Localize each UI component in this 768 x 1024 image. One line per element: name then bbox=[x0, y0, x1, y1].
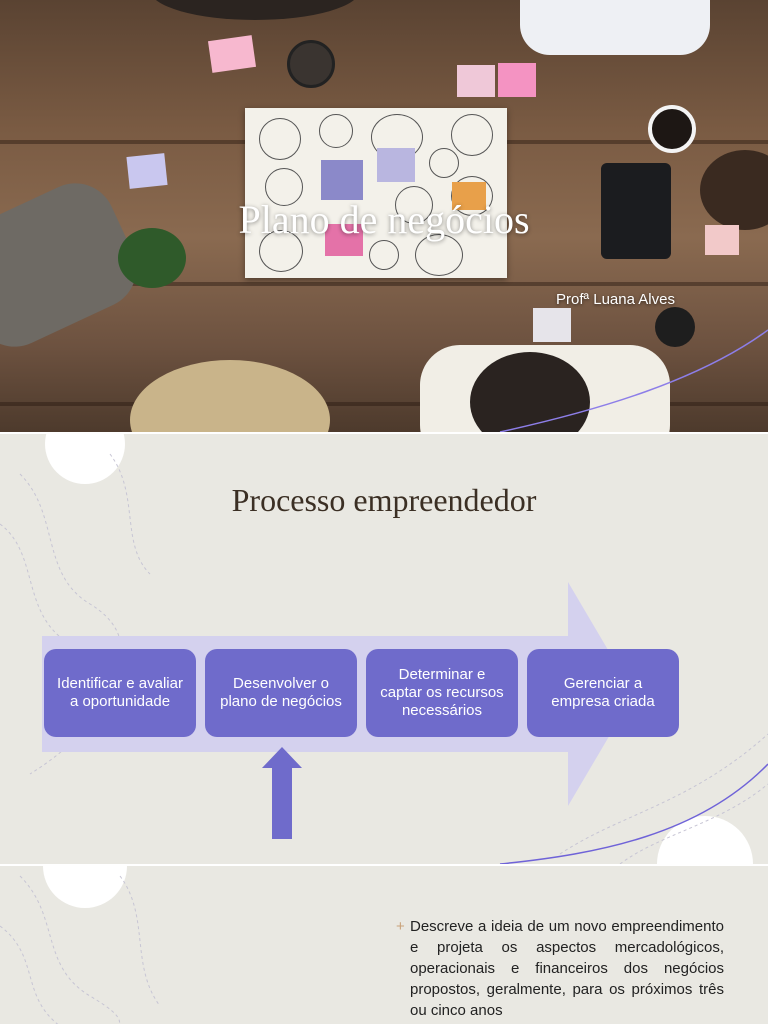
person-top-left bbox=[150, 0, 360, 20]
doodle-circle bbox=[319, 114, 353, 148]
table-plank-line bbox=[0, 282, 768, 286]
sticky-note bbox=[321, 160, 363, 200]
person-right bbox=[700, 150, 768, 230]
process-step-label: Gerenciar a empresa criada bbox=[551, 675, 655, 710]
process-step-4: Gerenciar a empresa criada bbox=[527, 649, 679, 737]
person-top-right bbox=[520, 0, 710, 55]
title-slide: Plano de negócios Profª Luana Alves bbox=[0, 0, 768, 432]
process-slide: Processo empreendedor Identificar e aval… bbox=[0, 434, 768, 864]
coffee-cup-icon bbox=[648, 105, 696, 153]
doodle-circle bbox=[429, 148, 459, 178]
description-slide: + Descreve a ideia de um novo empreendim… bbox=[0, 866, 768, 1024]
process-step-label: Determinar e captar os recursos necessár… bbox=[380, 666, 504, 719]
bullet-item: + Descreve a ideia de um novo empreendim… bbox=[396, 916, 724, 1021]
table-plank-line bbox=[0, 402, 768, 406]
plant-icon bbox=[118, 228, 186, 288]
doodle-circle bbox=[259, 230, 303, 272]
doodle-circle bbox=[265, 168, 303, 206]
doodle-circle bbox=[415, 234, 463, 276]
sticky-note bbox=[533, 308, 571, 342]
doodle-circle bbox=[451, 176, 493, 216]
author-name: Profª Luana Alves bbox=[556, 291, 675, 308]
plus-bullet-icon: + bbox=[396, 918, 405, 935]
sticky-note bbox=[377, 148, 415, 182]
slide-title: Processo empreendedor bbox=[231, 482, 537, 518]
doodle-circle bbox=[369, 240, 399, 270]
doodle-circle bbox=[259, 118, 301, 160]
brainstorm-poster bbox=[245, 108, 507, 278]
doodle-circle bbox=[451, 114, 493, 156]
sticky-note bbox=[457, 65, 495, 97]
bullet-text: Descreve a ideia de um novo empreendimen… bbox=[410, 918, 724, 1019]
process-step-label: Identificar e avaliar a oportunidade bbox=[57, 675, 183, 710]
slide-title: Plano de negócios bbox=[238, 197, 530, 242]
slide-divider bbox=[0, 864, 768, 866]
sticky-note bbox=[325, 224, 363, 256]
cup-icon bbox=[287, 40, 335, 88]
process-step-2: Desenvolver o plano de negócios bbox=[205, 649, 357, 737]
doodle-circle bbox=[395, 186, 433, 224]
process-step-1: Identificar e avaliar a oportunidade bbox=[44, 649, 196, 737]
cup-icon bbox=[655, 307, 695, 347]
decorative-background bbox=[0, 866, 161, 1024]
process-step-label: Desenvolver o plano de negócios bbox=[220, 675, 342, 710]
tablet-device bbox=[601, 163, 671, 259]
sticky-note bbox=[705, 225, 739, 255]
person-hair bbox=[470, 352, 590, 432]
slide-divider bbox=[0, 432, 768, 434]
decorative-curve bbox=[499, 329, 768, 432]
sticky-note bbox=[452, 182, 486, 210]
process-step-3: Determinar e captar os recursos necessár… bbox=[366, 649, 518, 737]
sticky-note bbox=[498, 63, 536, 97]
